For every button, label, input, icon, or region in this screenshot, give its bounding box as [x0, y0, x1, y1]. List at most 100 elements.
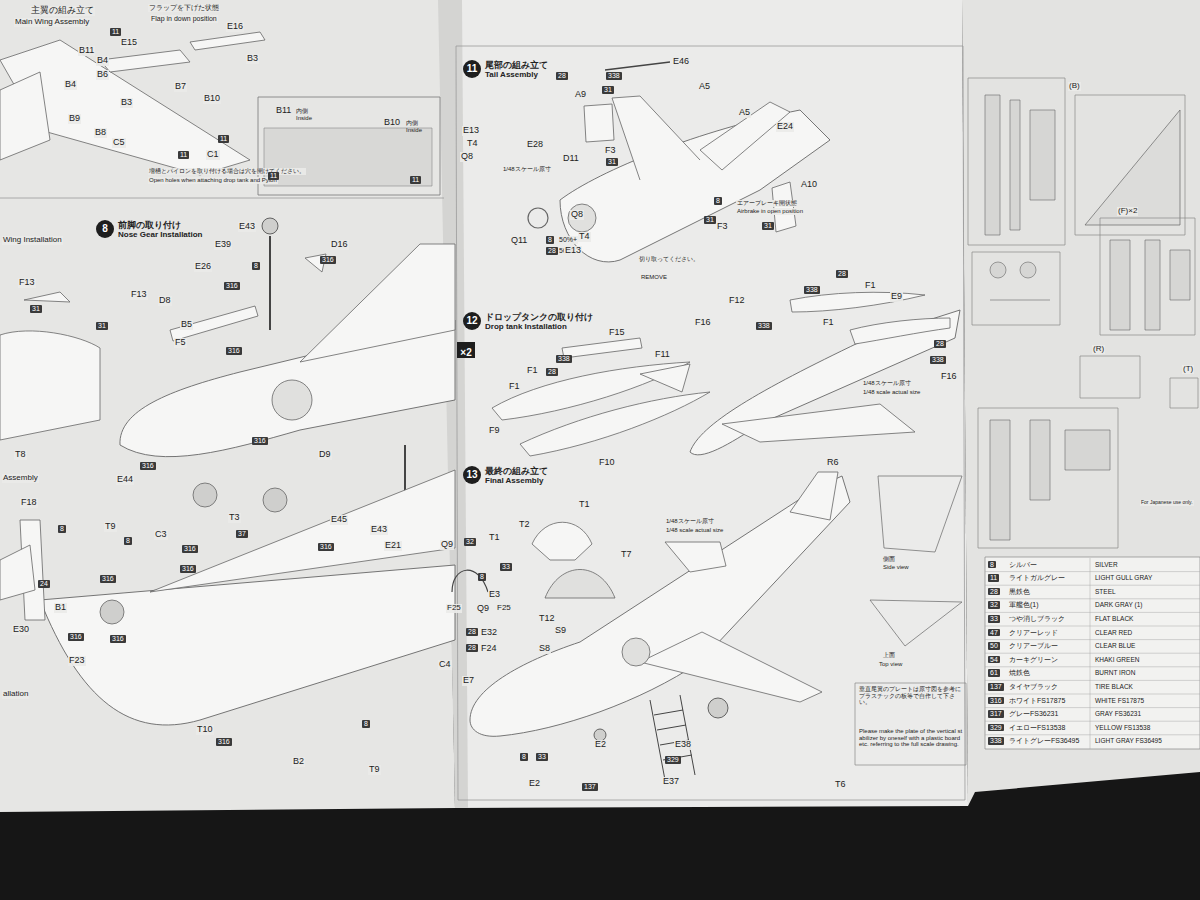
- part-label: C1: [206, 150, 220, 160]
- paint-number: 338: [804, 286, 820, 294]
- foldout-page: [962, 0, 1200, 806]
- part-label: T2: [518, 520, 531, 530]
- pylon: [562, 338, 642, 358]
- plate: [584, 104, 614, 142]
- intake: [622, 638, 650, 666]
- step-title-text: 尾部の組み立て: [485, 60, 548, 70]
- part-label: フラップを下げた状態: [148, 4, 220, 12]
- count-box: ×2: [457, 342, 475, 358]
- step-heading: 12ドロップタンクの取り付けDrop tank Installation: [463, 312, 593, 332]
- paint-table-cell: CLEAR RED: [1094, 629, 1133, 636]
- part-label: REMOVE: [640, 274, 668, 281]
- sprue-part: [985, 95, 1055, 235]
- paint-number: 28: [546, 247, 558, 255]
- paint-number: 31: [96, 322, 108, 330]
- part-label: E7: [462, 676, 475, 686]
- part-label: 側面: [882, 556, 896, 563]
- sprue-part: [990, 262, 1050, 300]
- paint-table-cell: STEEL: [1094, 588, 1117, 595]
- paint-number: 37: [236, 530, 248, 538]
- part-label: T6: [834, 780, 847, 790]
- paint-number: 28: [546, 368, 558, 376]
- paint-number: 8: [988, 561, 996, 569]
- step-title-text: Final Assembly: [485, 476, 548, 486]
- part-label: B4: [64, 80, 77, 90]
- part-label: B8: [94, 128, 107, 138]
- paint-table-frame: [985, 557, 1200, 749]
- paint-table-cell: シルバー: [1008, 561, 1038, 569]
- note-text: Please make the plate of the vertical st…: [858, 728, 966, 748]
- fuselage: [0, 331, 100, 440]
- part-label: Q9: [440, 540, 454, 550]
- paint-table-cell: SILVER: [1094, 561, 1119, 568]
- part-label: E39: [214, 240, 232, 250]
- wing: [150, 470, 455, 592]
- part-label: (T): [1182, 365, 1194, 374]
- part-label: E13: [564, 246, 582, 256]
- part-label: T9: [368, 765, 381, 775]
- part-label: E45: [330, 515, 348, 525]
- part-label: F18: [20, 498, 38, 508]
- step-heading: 8前脚の取り付けNose Gear Installation: [96, 220, 202, 240]
- paint-number: 11: [410, 176, 421, 184]
- part-label: B2: [292, 757, 305, 767]
- step-title: 最終の組み立てFinal Assembly: [485, 466, 548, 486]
- exhaust: [568, 204, 596, 232]
- part-label: Wing Installation: [2, 236, 63, 245]
- wheel: [263, 488, 287, 512]
- paint-table-cell: カーキグリーン: [1008, 656, 1059, 664]
- part-label: Main Wing Assembly: [14, 18, 90, 27]
- paint-number: 28: [934, 340, 946, 348]
- part-label: A10: [800, 180, 818, 190]
- part-label: F10: [598, 458, 616, 468]
- part-label: A5: [738, 108, 751, 118]
- part-label: F13: [130, 290, 148, 300]
- step-title: ドロップタンクの取り付けDrop tank Installation: [485, 312, 593, 332]
- part-label: B4: [96, 56, 109, 66]
- scale-drawing: [665, 542, 726, 572]
- part-label: Q11: [510, 236, 528, 246]
- part-label: B10: [203, 94, 221, 104]
- part-label: E32: [480, 628, 498, 638]
- fuselage: [0, 72, 50, 160]
- paint-table-cell: DARK GRAY (1): [1094, 601, 1143, 608]
- part-label: エアーブレーキ開状態: [736, 200, 798, 207]
- step-title: 前脚の取り付けNose Gear Installation: [118, 220, 202, 240]
- step-title: 尾部の組み立てTail Assembly: [485, 60, 548, 80]
- fuselage: [470, 476, 850, 736]
- note-frame: [855, 683, 966, 765]
- part-label: S8: [538, 644, 551, 654]
- part-label: Side view: [882, 564, 910, 571]
- paint-number: 338: [988, 737, 1004, 745]
- fuselage-underside: [40, 565, 455, 725]
- part-label: B7: [174, 82, 187, 92]
- paint-table-cell: KHAKI GREEN: [1094, 656, 1140, 663]
- paint-number: 316: [68, 633, 84, 641]
- paint-number: 316: [110, 635, 126, 643]
- tail-fin: [612, 96, 700, 180]
- paint-number: 11: [268, 172, 279, 180]
- paint-number: 316: [180, 565, 196, 573]
- paint-table-cell: FLAT BLACK: [1094, 615, 1134, 622]
- strake: [24, 292, 70, 302]
- paint-number: 28: [988, 588, 1000, 596]
- step-heading: 13最終の組み立てFinal Assembly: [463, 466, 548, 486]
- part-label: 主翼の組み立て: [30, 6, 95, 16]
- paint-table-cell: つや消しブラック: [1008, 615, 1066, 623]
- step-number: 11: [463, 60, 481, 78]
- fuselage: [690, 310, 960, 455]
- count-text: ×2: [460, 346, 471, 360]
- paint-table-cell: LIGHT GULL GRAY: [1094, 574, 1153, 581]
- part-label: B3: [120, 98, 133, 108]
- part-label: E38: [674, 740, 692, 750]
- stabilizer: [700, 102, 790, 170]
- page-frame: [456, 46, 965, 800]
- part-label: C5: [112, 138, 126, 148]
- part-label: F1: [822, 318, 835, 328]
- part-label: E37: [662, 777, 680, 787]
- paint-number: 8: [546, 236, 554, 244]
- paint-number: 8: [714, 197, 722, 205]
- step-title-text: 前脚の取り付け: [118, 220, 202, 230]
